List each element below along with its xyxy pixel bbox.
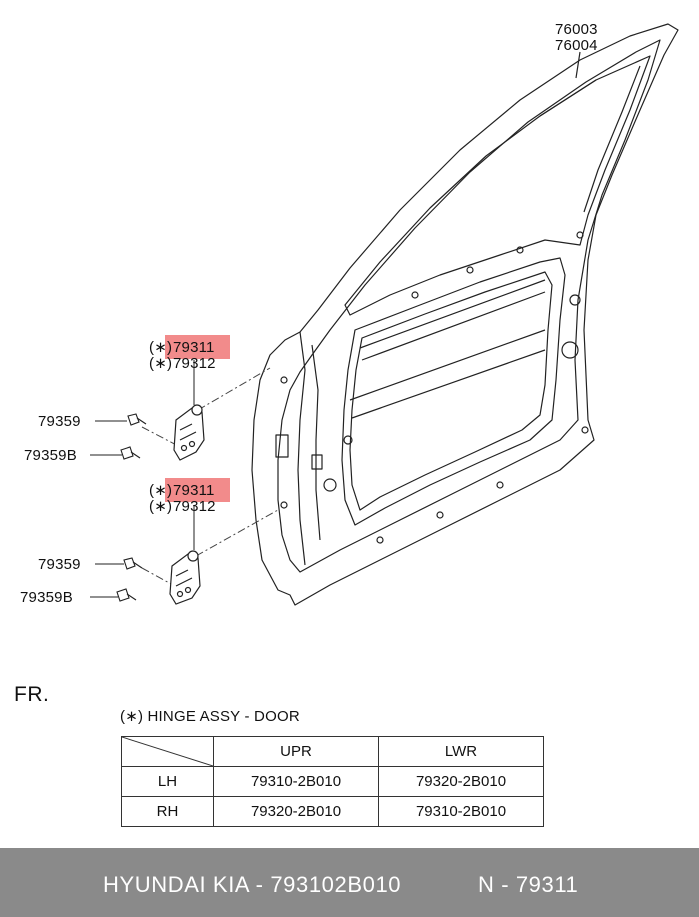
highlight-lower-79311	[165, 478, 230, 502]
label-76003: 76003	[555, 21, 598, 38]
lower-hinge	[169, 550, 201, 605]
asterisk-lower-2: (∗)	[149, 498, 173, 515]
row-side: LH	[121, 766, 214, 797]
leader-76003	[575, 51, 581, 79]
table-corner-cell	[121, 736, 214, 767]
label-76004: 76004	[555, 37, 598, 54]
label-upper-79312: 79312	[173, 355, 216, 372]
footer-bar: HYUNDAI KIA - 793102B010 N - 79311	[0, 848, 699, 917]
row-upr: 79310-2B010	[213, 766, 379, 797]
hinge-table: UPR LWR LH 79310-2B010 79320-2B010 RH 79…	[121, 736, 544, 827]
row-side: RH	[121, 796, 214, 827]
table-header-row: UPR LWR	[121, 736, 544, 767]
diagonal-divider	[122, 737, 213, 766]
upper-bolts	[120, 413, 147, 460]
door-frame-inner	[277, 39, 661, 573]
hinge-assy-note: (∗) HINGE ASSY - DOOR	[120, 708, 300, 725]
label-lower-79359B: 79359B	[20, 589, 73, 606]
lower-bolts	[116, 557, 143, 602]
label-upper-79359: 79359	[38, 413, 81, 430]
door-diagram	[90, 23, 679, 606]
label-upper-79359B: 79359B	[24, 447, 77, 464]
table-row: RH 79320-2B010 79310-2B010	[121, 796, 544, 827]
highlight-upper-79311	[165, 335, 230, 359]
asterisk-upper-2: (∗)	[149, 355, 173, 372]
footer-reference: N - 79311	[478, 872, 579, 897]
door-frame-outer	[251, 23, 679, 606]
panel-opening	[341, 257, 566, 526]
footer-part-number: HYUNDAI KIA - 793102B010	[103, 872, 402, 897]
asterisk-upper-1: (∗)	[149, 339, 173, 356]
window-opening	[344, 55, 651, 316]
header-upr: UPR	[213, 736, 379, 767]
row-lwr: 79310-2B010	[378, 796, 544, 827]
row-upr: 79320-2B010	[213, 796, 379, 827]
label-lower-79359: 79359	[38, 556, 81, 573]
row-lwr: 79320-2B010	[378, 766, 544, 797]
asterisk-lower-1: (∗)	[149, 482, 173, 499]
label-upper-79311: 79311	[173, 339, 215, 356]
label-lower-79311: 79311	[173, 482, 215, 499]
upper-hinge	[173, 404, 205, 461]
header-lwr: LWR	[378, 736, 544, 767]
table-row: LH 79310-2B010 79320-2B010	[121, 766, 544, 797]
front-direction-label: FR.	[14, 683, 50, 706]
label-lower-79312: 79312	[173, 498, 216, 515]
